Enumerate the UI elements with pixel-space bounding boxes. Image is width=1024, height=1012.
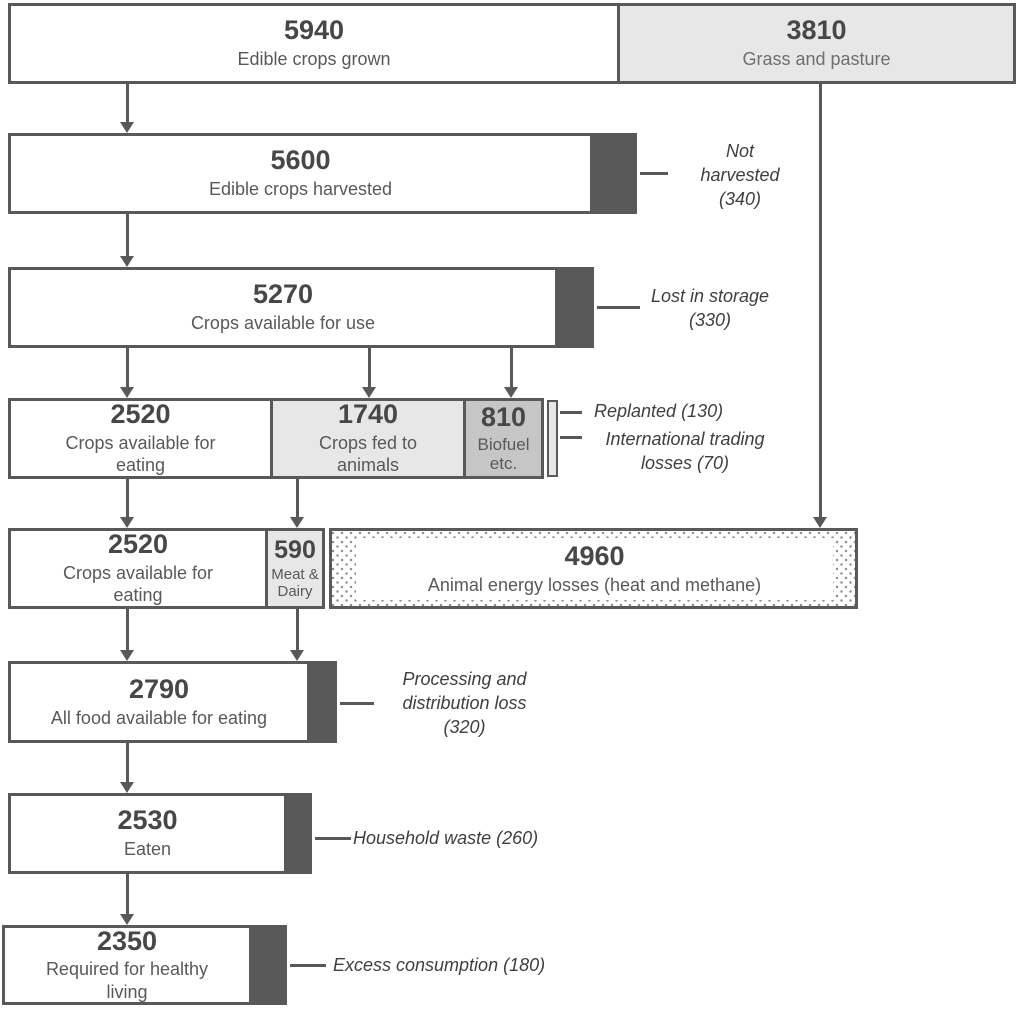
annotation-international-trading-losses: International trading losses (70): [605, 429, 765, 473]
arrowhead: [120, 387, 134, 398]
arrowhead: [120, 650, 134, 661]
arrow-available-to-animals: [368, 348, 371, 387]
arrow-eating-to-all-food: [126, 609, 129, 650]
annotation-excess-consumption: Excess consumption (180): [333, 955, 546, 975]
node-value: 590: [274, 535, 316, 564]
node-value: 2520: [107, 529, 169, 560]
node-value: 5940: [283, 15, 345, 46]
node-value: 5600: [270, 145, 331, 176]
node-crops-available-for-eating-1: 2520 Crops available for eating: [8, 398, 273, 479]
arrow-eaten-to-required: [126, 874, 129, 914]
node-label: Edible crops harvested: [208, 179, 393, 200]
node-edible-crops-grown: 5940 Edible crops grown: [8, 3, 620, 84]
annotation-processing-distribution-loss: Processing and distribution loss (320): [402, 669, 527, 737]
arrow-animals-to-meat-dairy: [296, 479, 299, 517]
node-value: 1740: [337, 399, 399, 430]
leader-not-harvested: [640, 172, 668, 175]
node-label: Eaten: [123, 839, 172, 860]
arrow-eating-to-eating: [126, 479, 129, 517]
node-label: Meat & Dairy: [271, 566, 319, 601]
node-value: 810: [480, 402, 527, 433]
loss-block-excess: [249, 928, 284, 1002]
loss-block-household-waste: [284, 796, 309, 871]
node-value: 2530: [117, 805, 178, 836]
node-eaten: 2530 Eaten: [8, 793, 312, 874]
arrowhead: [120, 517, 134, 528]
loss-block-not-harvested: [590, 136, 634, 211]
node-label: Crops fed to animals: [318, 432, 418, 476]
arrowhead: [290, 650, 304, 661]
node-grass-and-pasture: 3810 Grass and pasture: [617, 3, 1016, 84]
annotation-lost-in-storage: Lost in storage (330): [650, 286, 770, 330]
node-label: Crops available for eating: [65, 432, 216, 476]
node-label: Biofuel etc.: [477, 434, 530, 474]
node-label: Required for healthy living: [45, 959, 209, 1002]
arrow-meat-dairy-to-all-food: [296, 609, 299, 650]
arrowhead: [120, 914, 134, 925]
node-value: 2790: [128, 673, 190, 704]
node-label: Edible crops grown: [237, 49, 391, 70]
node-value: 4960: [564, 540, 625, 571]
arrow-available-to-biofuel: [510, 348, 513, 387]
node-label: Grass and pasture: [742, 49, 891, 70]
arrow-all-food-to-eaten: [126, 743, 129, 782]
node-edible-crops-harvested: 5600 Edible crops harvested: [8, 133, 637, 214]
annotation-replanted: Replanted (130): [594, 401, 724, 421]
node-crops-available-for-eating-2: 2520 Crops available for eating: [8, 528, 268, 609]
leader-trading-losses: [560, 436, 582, 439]
node-label: Animal energy losses (heat and methane): [427, 574, 762, 595]
leader-household-waste: [315, 837, 351, 840]
arrowhead: [120, 782, 134, 793]
arrow-grown-to-harvested: [126, 84, 129, 122]
arrow-grass-to-animal-losses: [819, 84, 822, 517]
node-required-healthy-living: 2350 Required for healthy living: [2, 925, 287, 1005]
node-biofuel-etc: 810 Biofuel etc.: [463, 398, 544, 479]
arrow-available-to-eating: [126, 348, 129, 387]
node-value: 5270: [252, 279, 314, 310]
node-label: Crops available for eating: [62, 562, 214, 606]
node-meat-and-dairy: 590 Meat & Dairy: [265, 528, 325, 609]
arrowhead: [120, 256, 134, 267]
node-animal-energy-losses: 4960 Animal energy losses (heat and meth…: [329, 528, 858, 609]
replanted-trading-losses-strip: [547, 400, 558, 477]
leader-excess-consumption: [290, 964, 326, 967]
loss-block-storage: [555, 270, 591, 345]
node-crops-fed-to-animals: 1740 Crops fed to animals: [270, 398, 466, 479]
leader-lost-in-storage: [597, 306, 640, 309]
arrowhead: [504, 387, 518, 398]
arrowhead: [290, 517, 304, 528]
annotation-household-waste: Household waste (260): [353, 828, 539, 848]
leader-replanted: [560, 411, 582, 414]
node-label: Crops available for use: [190, 313, 376, 334]
node-crops-available-for-use: 5270 Crops available for use: [8, 267, 594, 348]
leader-processing-loss: [340, 702, 374, 705]
node-value: 2350: [96, 925, 158, 956]
arrowhead: [813, 517, 827, 528]
arrow-harvested-to-available: [126, 214, 129, 256]
node-all-food-available: 2790 All food available for eating: [8, 661, 337, 743]
arrowhead: [120, 122, 134, 133]
node-label: All food available for eating: [50, 707, 268, 728]
loss-block-processing: [307, 664, 334, 740]
arrowhead: [362, 387, 376, 398]
annotation-not-harvested: Not harvested (340): [700, 141, 780, 209]
node-value: 3810: [786, 15, 847, 46]
node-value: 2520: [110, 399, 171, 430]
